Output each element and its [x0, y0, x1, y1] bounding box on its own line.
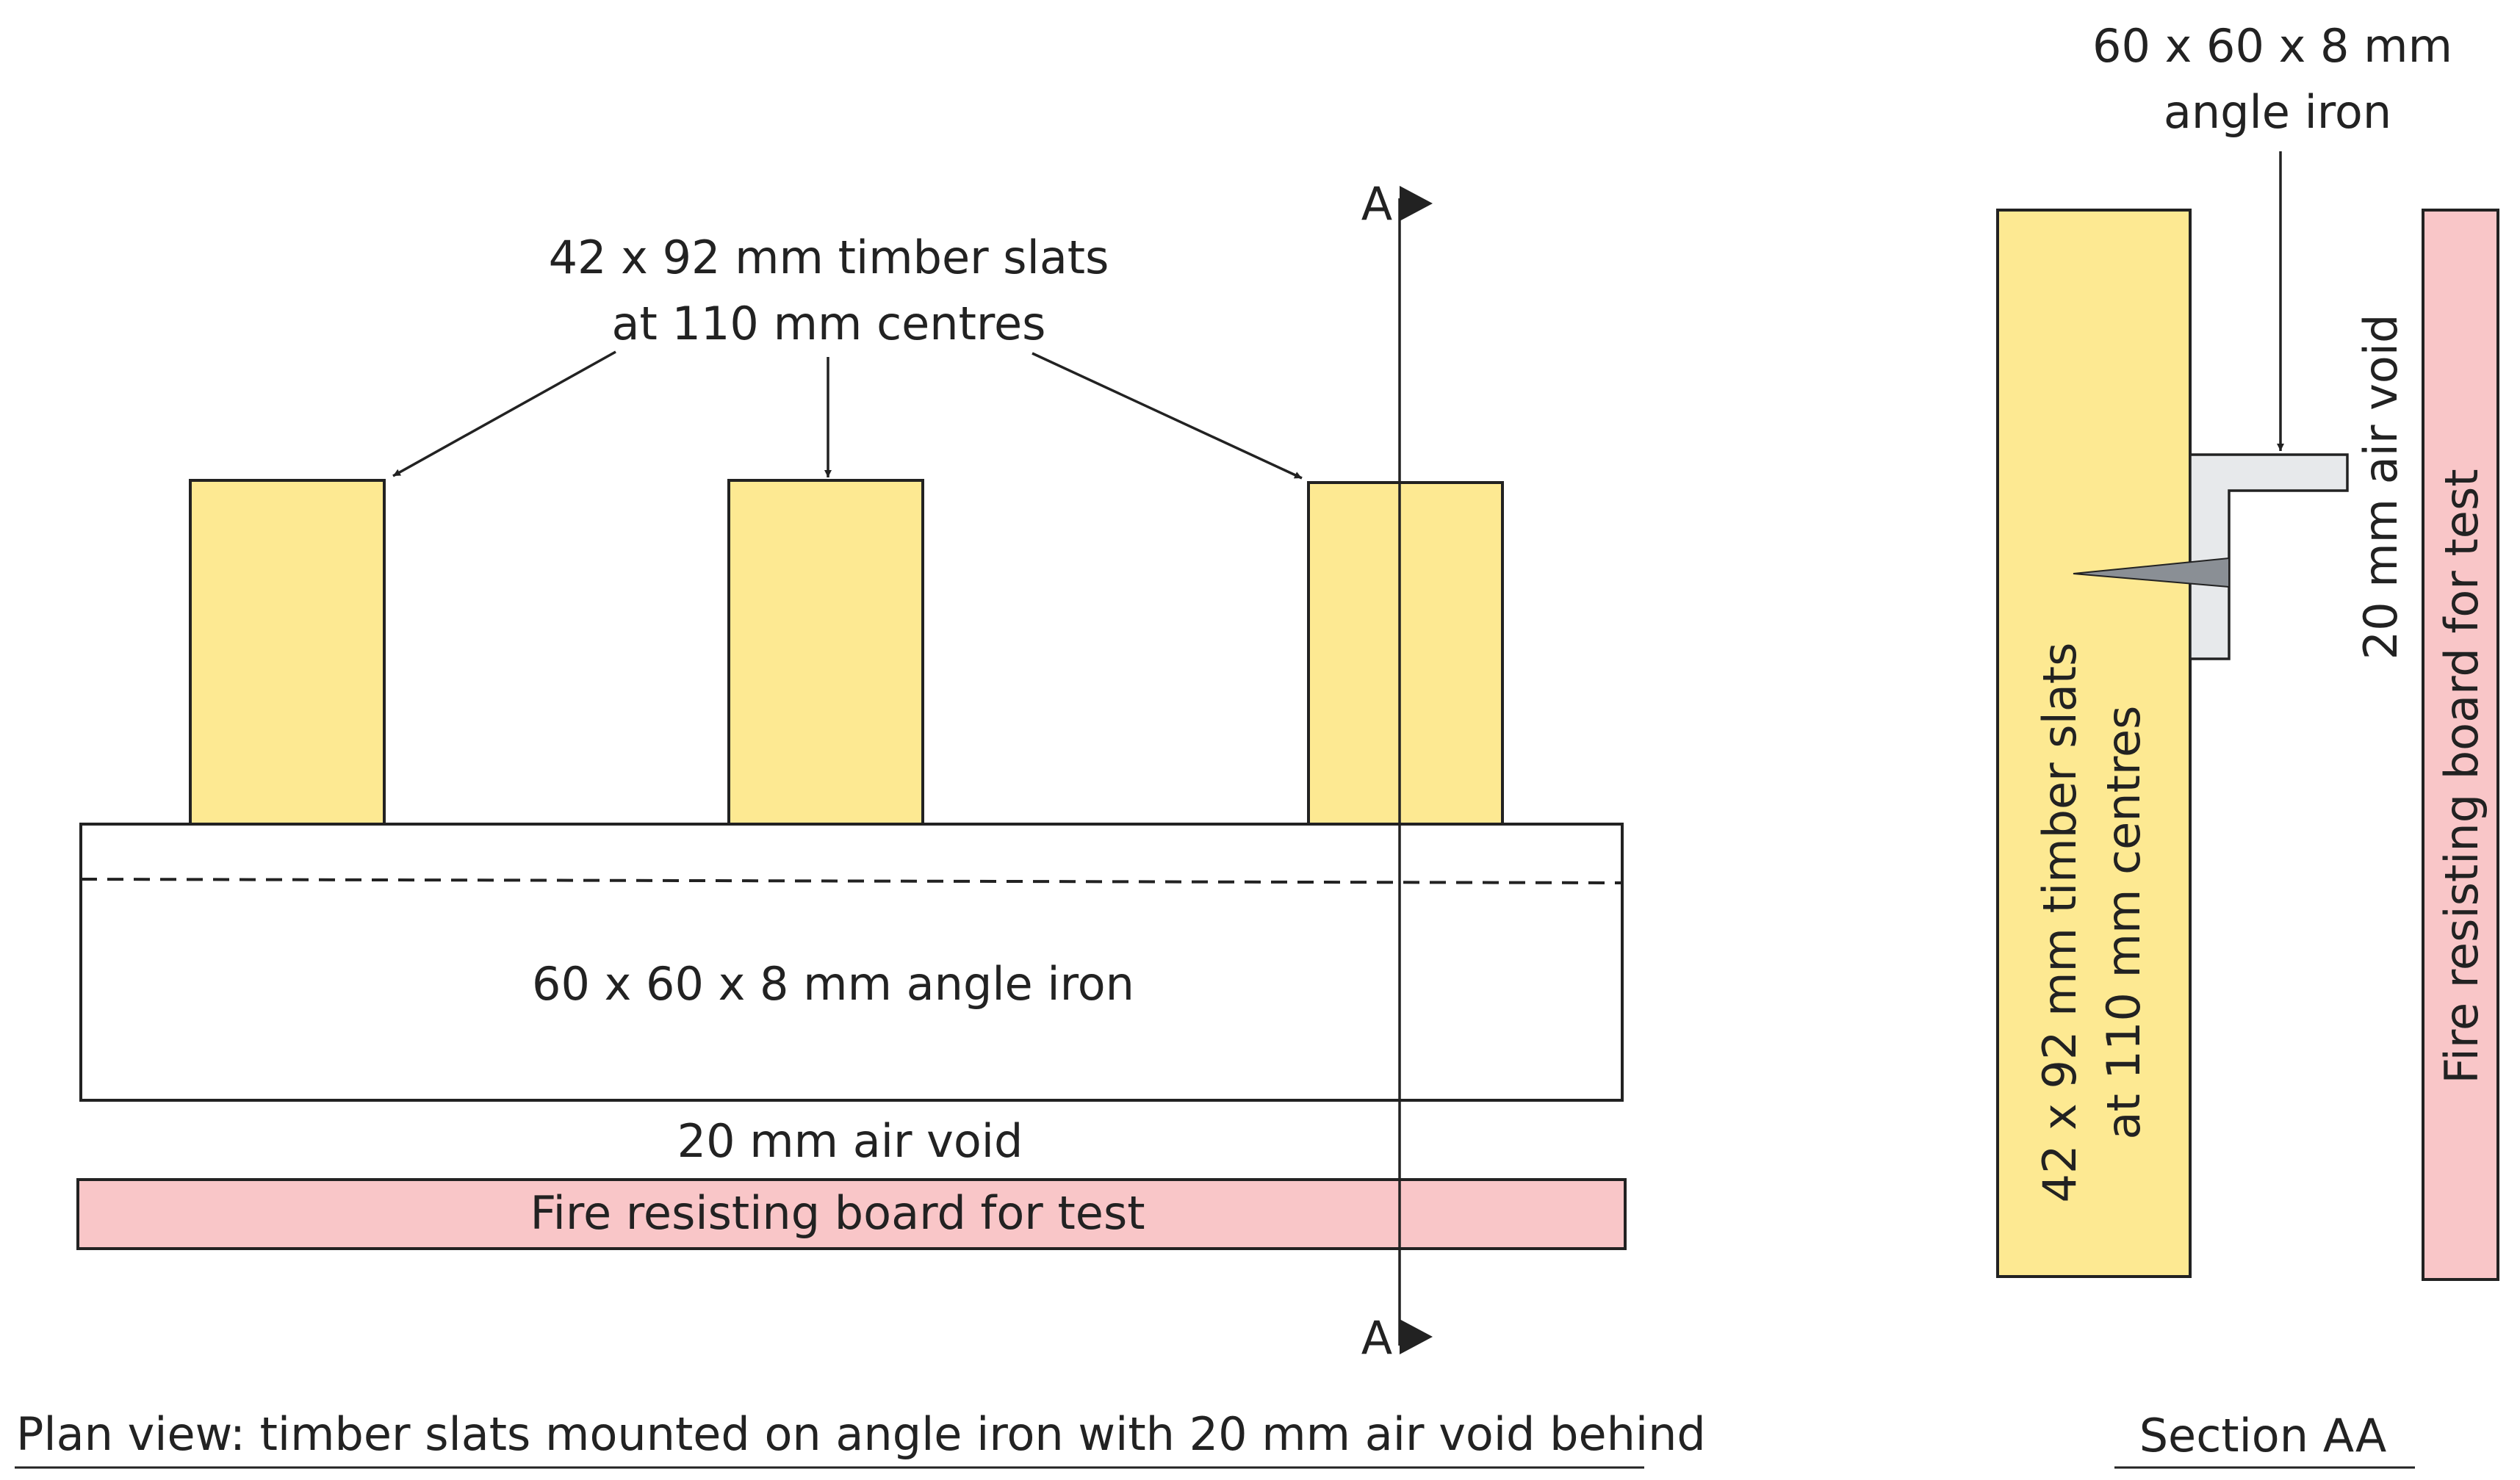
- section-timber-slat: [1996, 209, 2192, 1278]
- section-marker-bottom-letter: A: [1361, 1311, 1392, 1365]
- plan-view-caption: Plan view: timber slats mounted on angle…: [16, 1407, 1706, 1461]
- section-fire-board-label: Fire resisting board for test: [2435, 469, 2488, 1083]
- section-angle-label-line-2: angle iron: [2164, 85, 2391, 139]
- section-aa-caption: Section AA: [2139, 1409, 2387, 1462]
- section-view: 42 x 92 mm timber slats at 110 mm centre…: [1996, 19, 2499, 1469]
- plan-fire-resisting-board: [76, 1178, 1627, 1250]
- plan-slats-label-line-1: 42 x 92 mm timber slats: [549, 231, 1109, 284]
- section-fixing-screw: [2073, 557, 2230, 588]
- section-angle-iron: [2189, 453, 2349, 660]
- plan-angle-iron-hidden-edge: [80, 878, 1623, 884]
- section-marker-bottom-arrow: [1400, 1319, 1433, 1354]
- plan-timber-slat-1: [189, 479, 386, 826]
- section-slats-label-line-1: 42 x 92 mm timber slats: [2033, 643, 2087, 1203]
- plan-angle-iron-label: 60 x 60 x 8 mm angle iron: [532, 957, 1134, 1011]
- section-marker-top-letter: A: [1361, 177, 1392, 231]
- plan-slat-leader-arrow-1: [392, 350, 616, 477]
- section-marker-top-arrow: [1400, 186, 1433, 221]
- plan-slats-label-line-2: at 110 mm centres: [612, 297, 1046, 350]
- plan-angle-iron: [79, 823, 1624, 1102]
- section-fire-resisting-board: [2422, 209, 2499, 1281]
- plan-view: 60 x 60 x 8 mm angle iron 20 mm air void…: [15, 177, 1706, 1469]
- plan-timber-slat-2: [727, 479, 924, 826]
- plan-fire-board-label: Fire resisting board for test: [530, 1186, 1145, 1240]
- section-slats-label-line-2: at 110 mm centres: [2097, 706, 2150, 1140]
- section-angle-label-line-1: 60 x 60 x 8 mm: [2092, 19, 2452, 73]
- plan-slat-leader-arrow-3: [1032, 352, 1303, 480]
- section-air-void-label: 20 mm air void: [2354, 314, 2408, 660]
- plan-timber-slat-3: [1307, 481, 1504, 828]
- plan-air-void-label: 20 mm air void: [677, 1114, 1023, 1168]
